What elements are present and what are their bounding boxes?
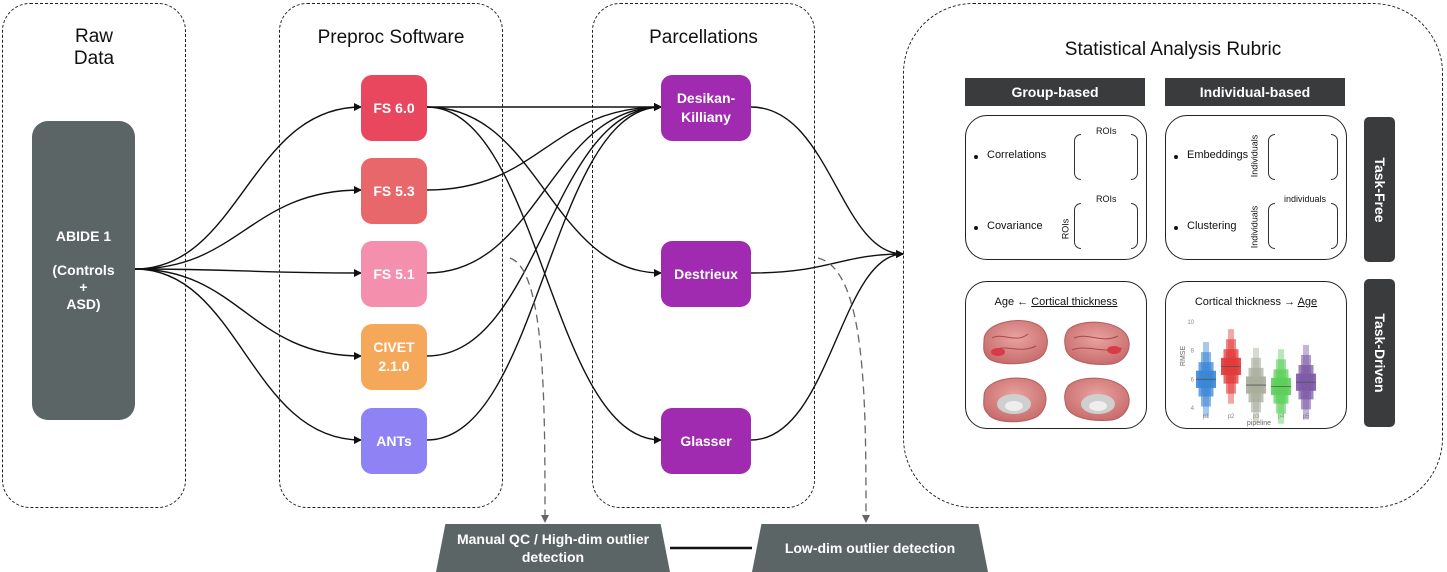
brain-renderings bbox=[983, 320, 1130, 423]
task-free-label: Task-Free bbox=[1371, 156, 1388, 223]
matrix-bracket-left-3 bbox=[1268, 134, 1275, 180]
indiv-taskdriven-cell: Cortical thickness → Age RMSE pipeline 1… bbox=[1165, 281, 1347, 429]
matrix-bracket-right-4 bbox=[1331, 203, 1338, 249]
edge-qc-dashed bbox=[509, 257, 549, 523]
matrix-bracket-left bbox=[1074, 134, 1081, 180]
civet-node: CIVET 2.1.0 bbox=[361, 324, 427, 390]
fs51-node: FS 5.1 bbox=[361, 241, 427, 307]
age-from-thickness-label: Age ← Cortical thickness bbox=[966, 296, 1146, 308]
preproc-title: Preproc Software bbox=[317, 27, 465, 48]
rois-top-label-2: ROIs bbox=[1096, 194, 1117, 204]
raw-data-title: Raw Data bbox=[73, 26, 115, 69]
boxen-p3 bbox=[1246, 347, 1266, 423]
brain-lateral-right bbox=[1064, 321, 1130, 365]
matrix-bracket-right bbox=[1131, 134, 1138, 180]
thickness-prefix: Cortical thickness → bbox=[1194, 296, 1298, 308]
cortical-thickness-underlined: Cortical thickness bbox=[1031, 296, 1118, 308]
rmse-ylabel: RMSE bbox=[1180, 346, 1187, 367]
boxen-p4 bbox=[1271, 349, 1291, 424]
xtick-label: p3 bbox=[1253, 414, 1260, 420]
fs53-node: FS 5.3 bbox=[361, 158, 427, 224]
matrix-bracket-right-2 bbox=[1131, 203, 1138, 249]
age-underlined: Age bbox=[1297, 296, 1318, 308]
bullet bbox=[1174, 155, 1178, 159]
pipeline-xlabel: pipeline bbox=[1247, 420, 1271, 427]
rmse-boxen-chart: RMSE pipeline 10 8 6 4 p1 p2 p3 p4 p5 bbox=[1180, 320, 1316, 427]
matrix-bracket-right-3 bbox=[1331, 134, 1338, 180]
boxen-p1 bbox=[1196, 342, 1216, 417]
bullet bbox=[1174, 226, 1178, 230]
xtick-label: p1 bbox=[1203, 414, 1210, 420]
matrix-bracket-left-4 bbox=[1268, 203, 1275, 249]
boxen-p2 bbox=[1221, 329, 1241, 404]
ytick-label: 10 bbox=[1187, 320, 1194, 326]
desikan-node: Desikan- Killiany bbox=[661, 75, 751, 141]
xtick-label: p2 bbox=[1228, 414, 1235, 420]
parcellations-title: Parcellations bbox=[649, 27, 758, 48]
brain-lateral-left bbox=[983, 320, 1048, 365]
boxen-p5 bbox=[1296, 344, 1316, 420]
group-taskdriven-cell: Age ← Cortical thickness bbox=[965, 281, 1147, 429]
brain-medial-left bbox=[983, 377, 1047, 423]
ytick-label: 6 bbox=[1191, 377, 1195, 383]
matrix-bracket-left-2 bbox=[1074, 203, 1081, 249]
bullet bbox=[974, 226, 978, 230]
individual-based-header: Individual-based bbox=[1165, 78, 1345, 106]
embeddings-label: Embeddings bbox=[1187, 149, 1249, 161]
indiv-taskfree-cell: Embeddings Individuals Clustering indivi… bbox=[1165, 115, 1347, 260]
correlations-label: Correlations bbox=[987, 149, 1047, 161]
qc-box: Manual QC / High-dim outlier detection bbox=[436, 524, 670, 572]
bullet bbox=[974, 155, 978, 159]
task-driven-label: Task-Driven bbox=[1371, 313, 1388, 393]
group-based-header: Group-based bbox=[965, 78, 1145, 106]
ytick-label: 8 bbox=[1191, 349, 1195, 355]
individuals-side-label: Individuals bbox=[1249, 134, 1260, 178]
age-prefix: Age ← bbox=[994, 296, 1032, 308]
rois-top-label: ROIs bbox=[1096, 126, 1117, 136]
glasser-node: Glasser bbox=[661, 408, 751, 474]
individuals-side-label-2: Individuals bbox=[1249, 205, 1260, 249]
covariance-label: Covariance bbox=[987, 220, 1043, 232]
xtick-label: p4 bbox=[1278, 414, 1285, 420]
xtick-label: p5 bbox=[1303, 414, 1310, 420]
task-driven-header: Task-Driven bbox=[1364, 279, 1395, 427]
task-free-header: Task-Free bbox=[1364, 117, 1395, 262]
abide-node: ABIDE 1 (Controls + ASD) bbox=[32, 121, 135, 420]
stats-title: Statistical Analysis Rubric bbox=[1064, 39, 1282, 60]
ants-node: ANTs bbox=[361, 408, 427, 474]
ytick-label: 4 bbox=[1191, 406, 1195, 412]
rois-side-label: ROIs bbox=[1060, 218, 1071, 240]
group-taskfree-cell: Correlations ROIs Covariance ROIs ROIs bbox=[965, 115, 1147, 260]
individuals-top-label: individuals bbox=[1284, 194, 1327, 204]
clustering-label: Clustering bbox=[1187, 220, 1237, 232]
brain-medial-right bbox=[1064, 377, 1130, 421]
destrieux-node: Destrieux bbox=[661, 241, 751, 307]
fs60-node: FS 6.0 bbox=[361, 75, 427, 141]
edge-lowdim-dashed bbox=[817, 257, 870, 523]
lowdim-box: Low-dim outlier detection bbox=[752, 524, 988, 572]
thickness-to-age-label: Cortical thickness → Age bbox=[1166, 296, 1346, 308]
